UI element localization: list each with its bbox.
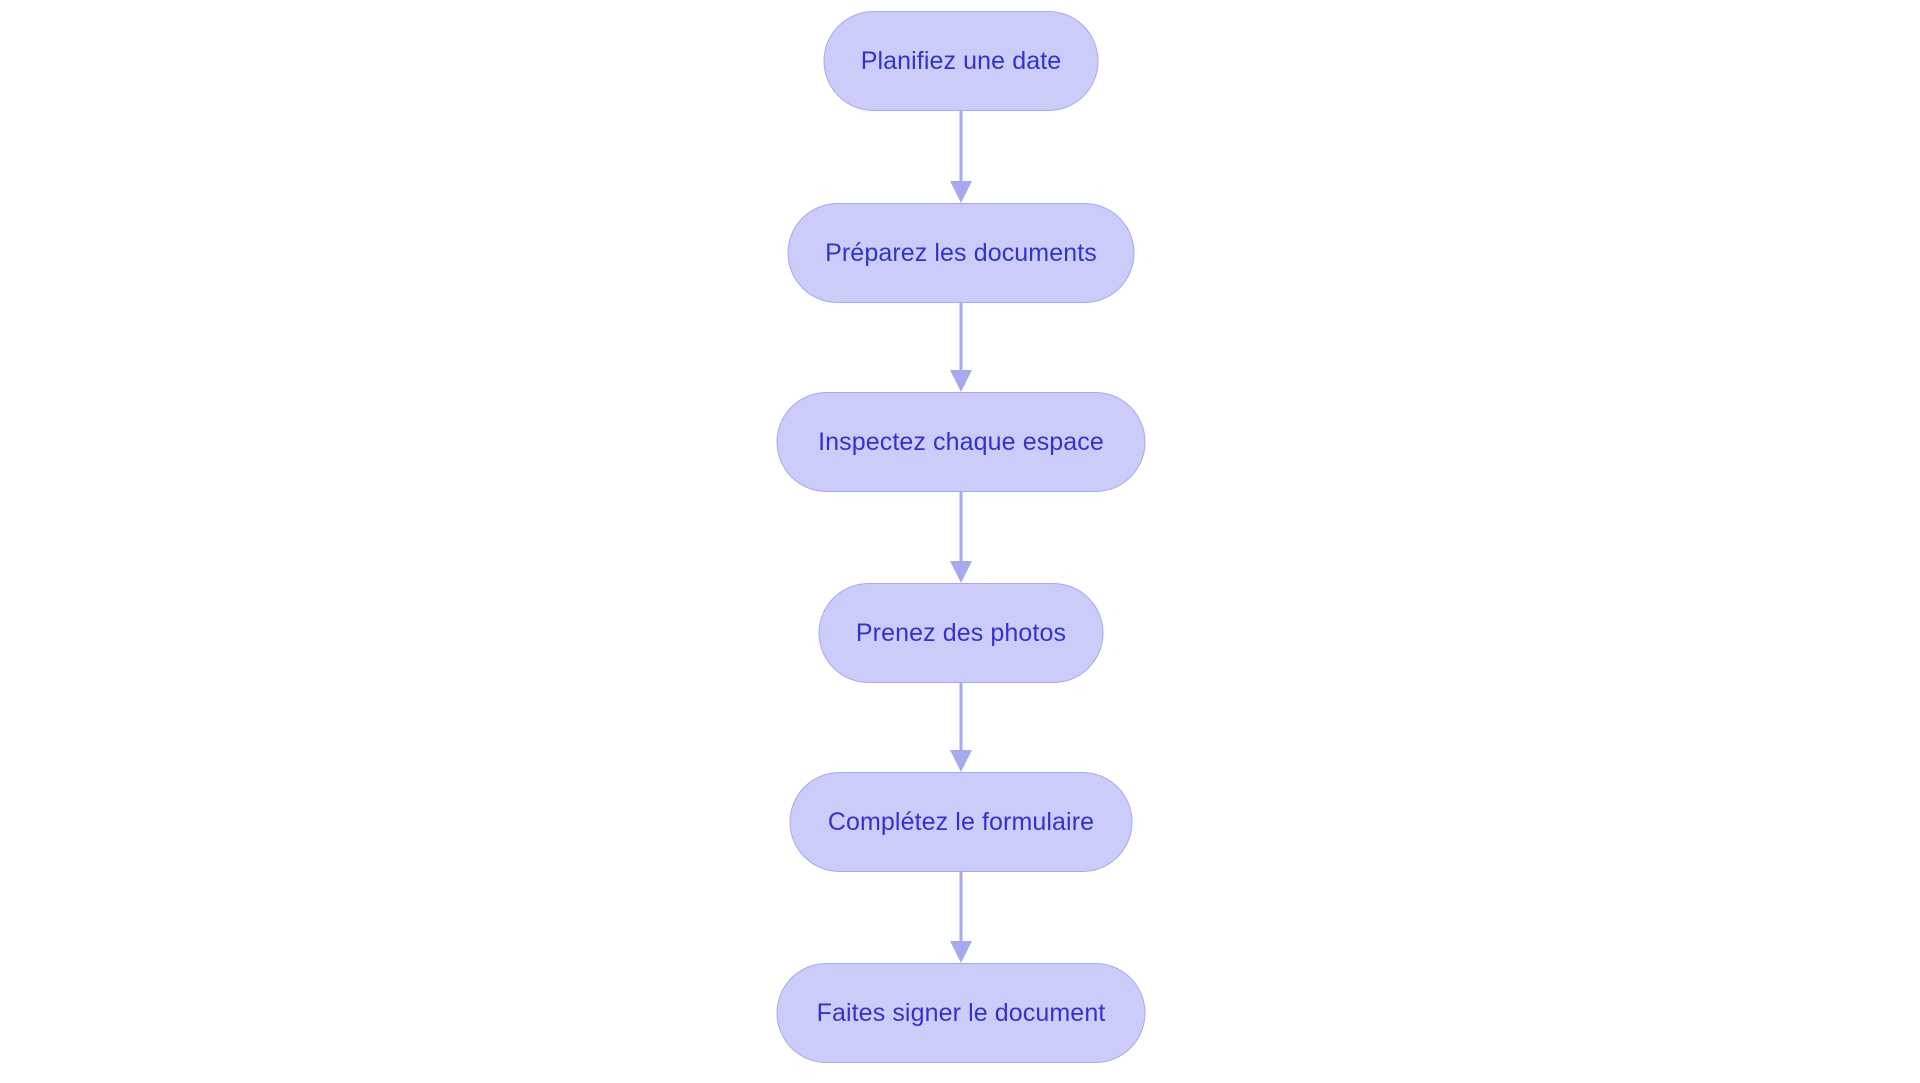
- flow-node-preparez-les-documents[interactable]: Préparez les documents: [787, 203, 1135, 303]
- flow-edge-arrow-4: [948, 683, 974, 772]
- flow-node-planifiez-une-date[interactable]: Planifiez une date: [823, 11, 1099, 111]
- flow-node-inspectez-chaque-espace[interactable]: Inspectez chaque espace: [776, 392, 1146, 492]
- flow-node-label: Inspectez chaque espace: [818, 427, 1104, 456]
- flow-node-label: Prenez des photos: [855, 618, 1067, 647]
- flow-edge-arrow-1: [948, 111, 974, 203]
- down-arrow-icon: [950, 111, 972, 203]
- flow-node-prenez-des-photos[interactable]: Prenez des photos: [818, 583, 1104, 683]
- down-arrow-icon: [950, 683, 972, 772]
- flow-edge-arrow-2: [948, 303, 974, 392]
- down-arrow-icon: [950, 303, 972, 392]
- flow-node-label: Faites signer le document: [816, 998, 1106, 1027]
- flow-node-faites-signer-le-document[interactable]: Faites signer le document: [776, 963, 1146, 1063]
- down-arrow-icon: [950, 872, 972, 963]
- flow-edge-arrow-3: [948, 492, 974, 583]
- down-arrow-icon: [950, 492, 972, 583]
- flow-edge-arrow-5: [948, 872, 974, 963]
- flow-node-label: Planifiez une date: [860, 46, 1062, 75]
- flow-node-completez-le-formulaire[interactable]: Complétez le formulaire: [789, 772, 1133, 872]
- flow-node-label: Préparez les documents: [825, 238, 1097, 267]
- flow-node-label: Complétez le formulaire: [827, 807, 1095, 836]
